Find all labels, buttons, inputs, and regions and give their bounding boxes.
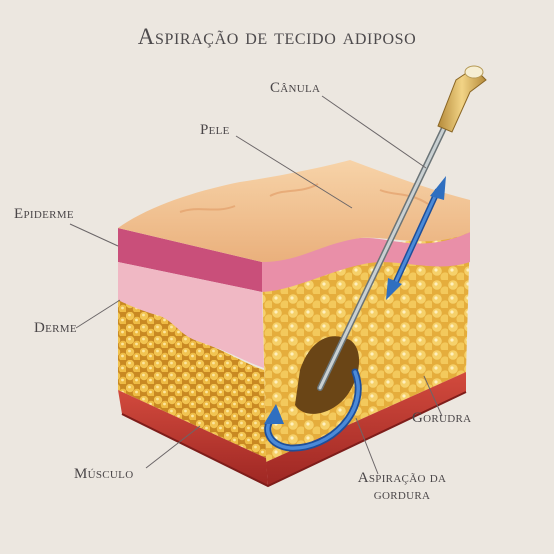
leader-lines (69, 95, 443, 475)
cannula-icon (317, 65, 487, 391)
label-derme: Derme (34, 320, 77, 336)
label-musculo: Músculo (74, 466, 134, 482)
label-gordura: Gorudra (412, 410, 472, 426)
fat-layer (118, 300, 266, 458)
dermis-layer (118, 262, 264, 368)
double-arrow-icon (386, 176, 446, 300)
diagram-title: Aspiração de tecido adiposo (137, 24, 417, 49)
label-aspiracao: Aspiração da gordura (342, 470, 462, 503)
epidermis-layer (118, 228, 262, 292)
label-canula: Cânula (270, 80, 321, 96)
suction-arrow-icon (264, 368, 362, 452)
label-aspiracao-line1: Aspiração da (357, 470, 447, 486)
label-aspiracao-line2: gordura (373, 486, 431, 503)
muscle-layer (118, 390, 268, 486)
label-epiderme: Epiderme (14, 206, 74, 222)
front-face (118, 228, 467, 488)
label-pele: Pele (200, 122, 230, 138)
skin-surface (118, 160, 470, 262)
